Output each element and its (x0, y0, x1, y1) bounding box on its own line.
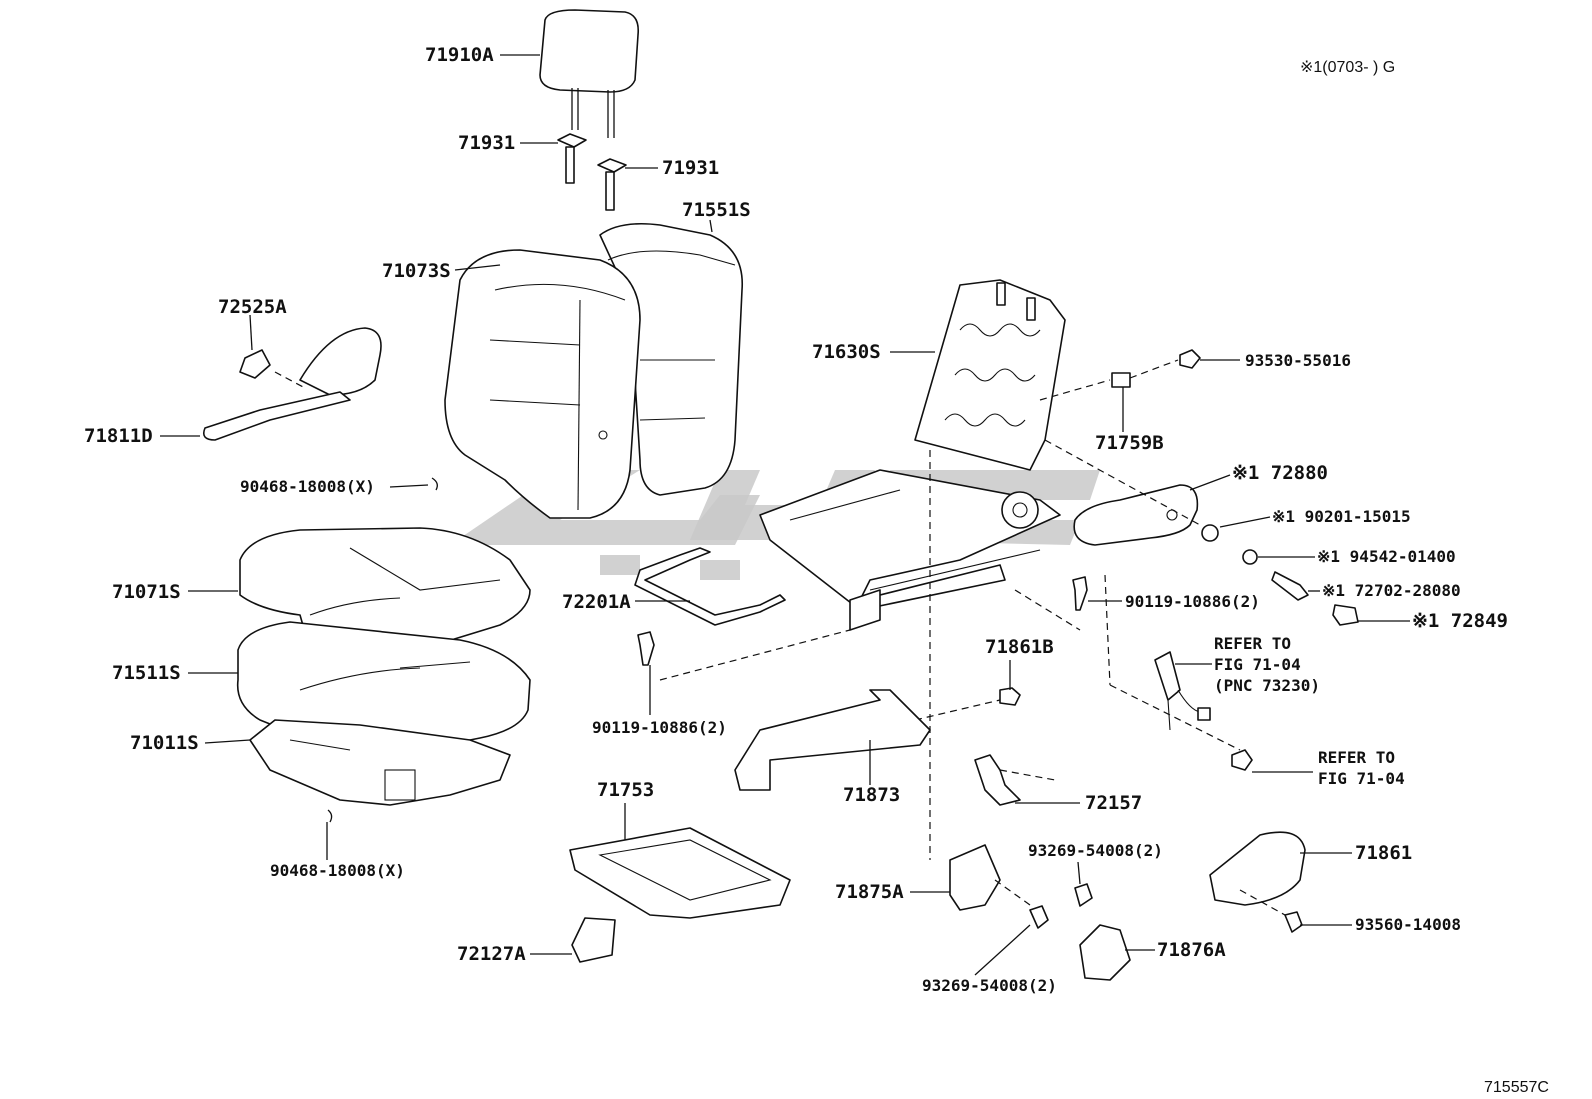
label-72880: ※1 72880 (1232, 462, 1328, 484)
nut-71759b (1111, 372, 1131, 388)
label-71011s: 71011S (130, 732, 199, 754)
label-71931-left: 71931 (458, 132, 515, 154)
label-90119-right: 90119-10886(2) (1125, 592, 1260, 611)
part-labels: ※1(0703- ) G 71910A 71931 71931 71551S 7… (84, 44, 1549, 1096)
screw-93269-lower (1029, 905, 1049, 929)
seatback-frame (914, 279, 1066, 471)
label-72525a: 72525A (218, 296, 287, 318)
screw-93269-upper (1074, 883, 1093, 907)
label-71861b: 71861B (985, 636, 1054, 658)
label-72201a: 72201A (562, 591, 631, 613)
label-71875a: 71875A (835, 881, 904, 903)
label-72702: ※1 72702-28080 (1322, 581, 1461, 600)
label-93269-lower: 93269-54008(2) (922, 976, 1057, 995)
refer-note-1-line3: (PNC 73230) (1214, 676, 1320, 695)
bolt-buckle (1231, 749, 1253, 771)
clip-lower (327, 809, 333, 823)
cover-71875a (949, 844, 1001, 911)
headrest-guide-right (597, 158, 627, 211)
bolt-90119-right (1072, 576, 1088, 611)
screw-71861b (999, 687, 1021, 706)
bracket-71873 (734, 689, 931, 791)
armrest-72880 (1073, 484, 1199, 546)
headrest-part (539, 9, 640, 138)
screw-93560 (1284, 911, 1303, 933)
headrest-guide-left (557, 133, 587, 184)
label-90468-upper: 90468-18008(X) (240, 477, 375, 496)
label-71759b: 71759B (1095, 432, 1164, 454)
label-71876a: 71876A (1157, 939, 1226, 961)
label-71071s: 71071S (112, 581, 181, 603)
label-72157: 72157 (1085, 792, 1142, 814)
label-90119-left: 90119-10886(2) (592, 718, 727, 737)
recliner-cover-part (202, 327, 382, 441)
label-90201: ※1 90201-15015 (1272, 507, 1411, 526)
seat-pan (249, 719, 511, 806)
refer-note-1-line2: FIG 71-04 (1214, 655, 1301, 674)
label-71511s: 71511S (112, 662, 181, 684)
seatbelt-buckle (1154, 651, 1211, 731)
label-71630s: 71630S (812, 341, 881, 363)
washer-90201 (1201, 524, 1219, 542)
refer-note-2-line1: REFER TO (1318, 748, 1395, 767)
clip-72127a (571, 917, 616, 963)
side-cover-71861 (1209, 831, 1306, 906)
label-71551s: 71551S (682, 199, 751, 221)
diagram-code: 715557C (1484, 1079, 1549, 1096)
cover-71876a (1079, 924, 1131, 981)
label-71873: 71873 (843, 784, 900, 806)
label-71931-right: 71931 (662, 157, 719, 179)
label-71753: 71753 (597, 779, 654, 801)
label-71861: 71861 (1355, 842, 1412, 864)
label-94542: ※1 94542-01400 (1317, 547, 1456, 566)
label-90468-lower: 90468-18008(X) (270, 861, 405, 880)
label-72849: ※1 72849 (1412, 610, 1508, 632)
clip-upper (431, 477, 438, 491)
refer-note-1-line1: REFER TO (1214, 634, 1291, 653)
label-93269-upper: 93269-54008(2) (1028, 841, 1163, 860)
bracket-72157 (974, 754, 1021, 806)
label-93560: 93560-14008 (1355, 915, 1461, 934)
label-71073s: 71073S (382, 260, 451, 282)
label-71910a: 71910A (425, 44, 494, 66)
bolt-72702 (1271, 571, 1309, 601)
label-72127a: 72127A (457, 943, 526, 965)
washer-94542 (1242, 549, 1258, 565)
bolt-90119-left (637, 631, 655, 666)
storage-tray (569, 827, 791, 919)
seat-track-frame (759, 469, 1061, 631)
header-note: ※1(0703- ) G (1300, 59, 1395, 76)
seatback-cover-71073s (444, 249, 641, 519)
refer-note-2-line2: FIG 71-04 (1318, 769, 1405, 788)
label-93530: 93530-55016 (1245, 351, 1351, 370)
bolt-93530 (1179, 349, 1201, 369)
cap-72849 (1332, 604, 1359, 626)
leader-lines (160, 54, 1410, 976)
seat-rod (634, 547, 786, 626)
label-71811d: 71811D (84, 425, 153, 447)
